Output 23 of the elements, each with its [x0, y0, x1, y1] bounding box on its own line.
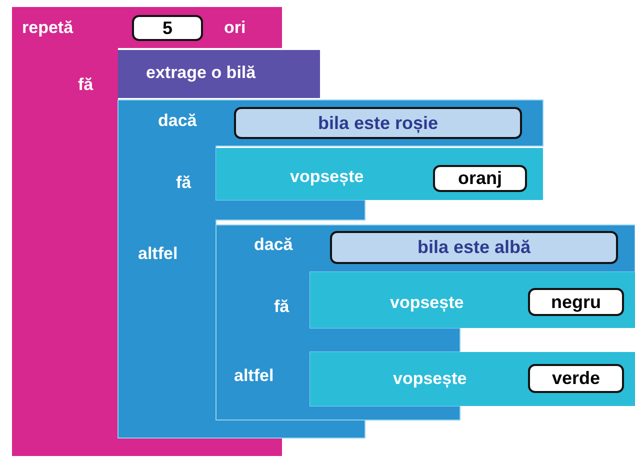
value-field: oranj [433, 165, 527, 192]
statement-block [216, 148, 543, 200]
block-label: altfel [234, 366, 274, 386]
block-label: fă [176, 173, 192, 193]
value-field: negru [528, 288, 624, 316]
statement-block [310, 272, 635, 328]
block-label: extrage o bilă [146, 63, 256, 83]
condition-field: bila este albă [330, 231, 618, 264]
block-label: altfel [138, 244, 178, 264]
block-label: vopsește [393, 369, 467, 389]
block-label: vopsește [390, 293, 464, 313]
block-label: dacă [158, 111, 197, 131]
statement-block [118, 50, 320, 98]
block-label: fă [78, 75, 94, 95]
block-label: repetă [22, 18, 74, 38]
block-label: dacă [254, 235, 293, 255]
block-label: ori [224, 18, 246, 38]
statement-block [310, 352, 635, 406]
condition-field: bila este roșie [234, 107, 522, 139]
block-label: vopsește [290, 167, 364, 187]
block-label: fă [274, 297, 290, 317]
value-field: verde [528, 364, 624, 393]
number-field: 5 [132, 15, 203, 41]
